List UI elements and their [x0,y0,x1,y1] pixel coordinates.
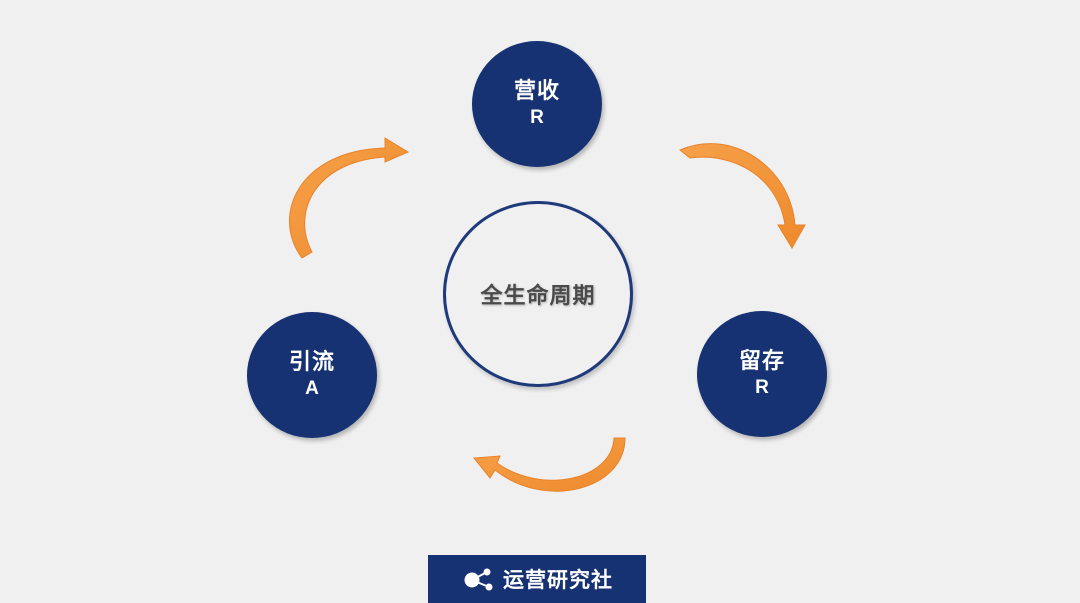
node-acquisition: 引流 A [247,312,377,438]
node-retention-letter: R [755,377,769,398]
arrow-acquisition-to-revenue [288,137,410,259]
center-lifecycle: 全生命周期 [443,201,633,387]
brand-name: 运营研究社 [503,568,613,592]
node-revenue-letter: R [530,107,544,128]
arrow-retention-to-acquisition [473,437,626,492]
node-acquisition-label: 引流 [288,350,335,375]
molecule-logo-icon [464,568,493,591]
node-revenue: 营收 R [472,41,602,167]
node-acquisition-letter: A [305,378,319,399]
center-lifecycle-label: 全生命周期 [480,284,596,309]
node-revenue-label: 营收 [513,79,560,104]
arrow-revenue-to-retention [679,143,806,249]
node-retention: 留存 R [697,311,827,437]
brand-banner: 运营研究社 [428,555,646,603]
node-retention-label: 留存 [738,349,785,374]
